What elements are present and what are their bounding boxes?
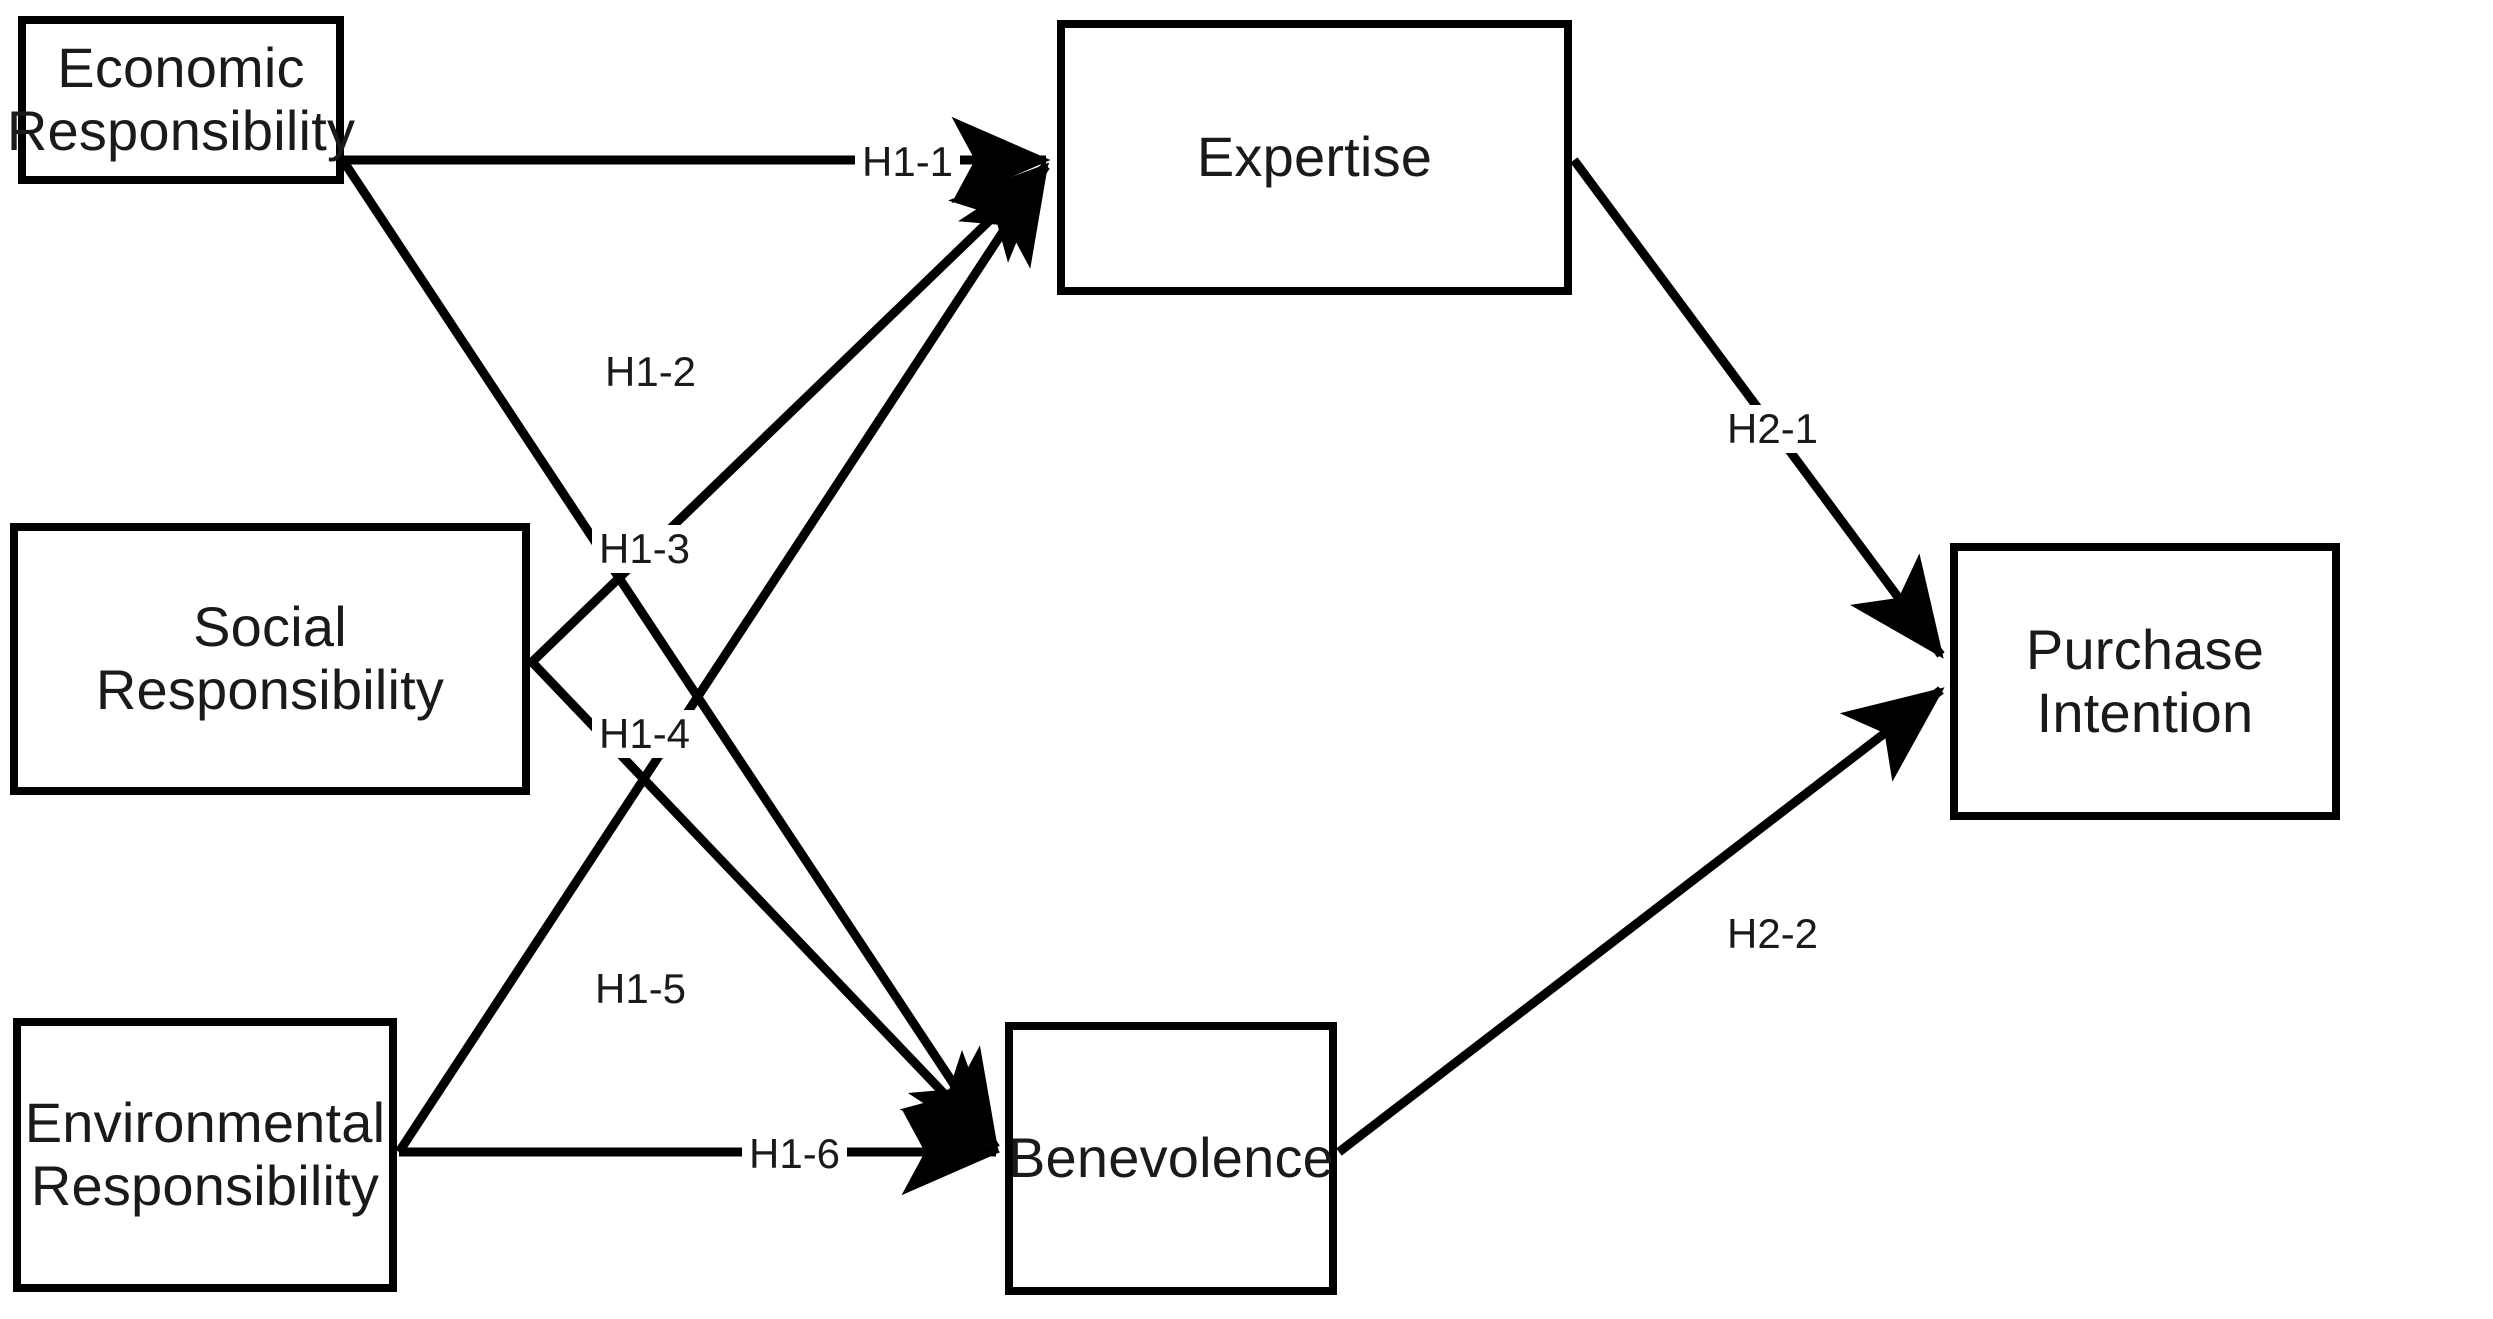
- node-expertise[interactable]: Expertise: [1057, 20, 1572, 295]
- edge-label-h2-2: H2-2: [1720, 910, 1826, 958]
- node-label-environmental-responsibility: Environmental Responsibility: [24, 1091, 386, 1217]
- edge-label-h1-5: H1-5: [588, 965, 694, 1013]
- node-label-expertise: Expertise: [1196, 125, 1433, 189]
- node-environmental-responsibility[interactable]: Environmental Responsibility: [13, 1018, 397, 1292]
- node-label-economic-responsibility: Economic Responsibility: [6, 36, 356, 162]
- edge-line-h2-2: [1336, 686, 1945, 1156]
- edge-label-h1-6: H1-6: [742, 1130, 848, 1178]
- edge-label-h1-4: H1-4: [592, 710, 698, 758]
- edge-line-h1-5: [395, 162, 1050, 1155]
- edge-label-h1-2: H1-2: [598, 348, 704, 396]
- node-benevolence[interactable]: Benevolence: [1005, 1022, 1337, 1295]
- node-social-responsibility[interactable]: Social Responsibility: [10, 523, 530, 795]
- node-economic-responsibility[interactable]: Economic Responsibility: [7, 16, 355, 184]
- edge-label-h1-1: H1-1: [855, 138, 961, 186]
- node-label-purchase-intention: Purchase Intention: [2025, 617, 2265, 744]
- node-purchase-intention[interactable]: Purchase Intention: [1950, 543, 2340, 820]
- node-label-benevolence: Benevolence: [1008, 1126, 1335, 1190]
- edge-line-h1-3: [528, 162, 1050, 666]
- node-label-social-responsibility: Social Responsibility: [95, 595, 445, 721]
- edge-line-h1-2: [340, 159, 1000, 1152]
- edge-label-h2-1: H2-1: [1720, 405, 1826, 453]
- edge-label-h1-3: H1-3: [592, 525, 698, 573]
